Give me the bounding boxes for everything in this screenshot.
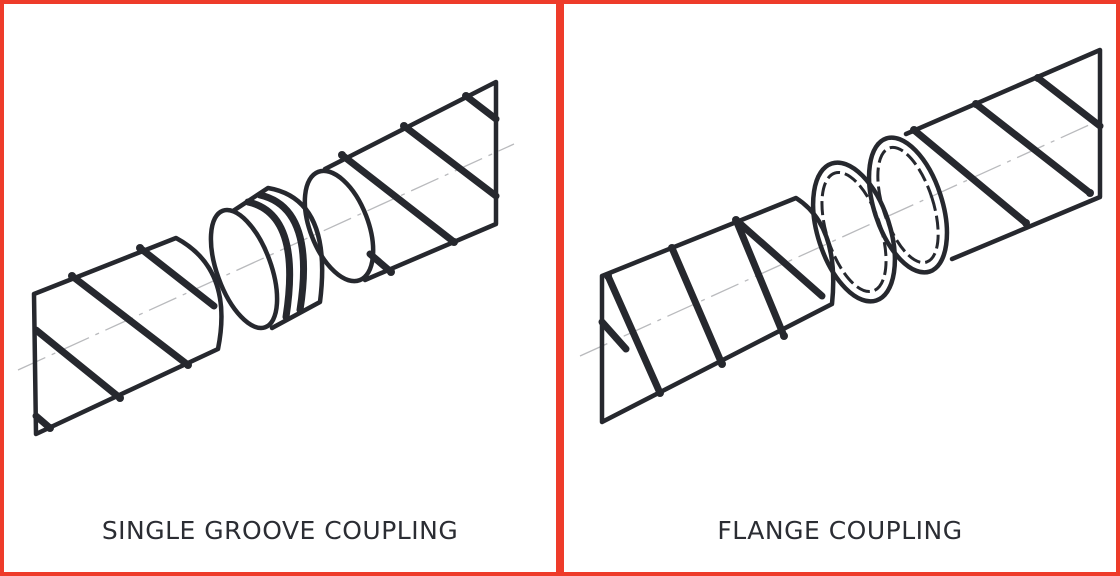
- caption-single-groove-coupling: SINGLE GROOVE COUPLING: [101, 516, 459, 545]
- seam-joint: [46, 424, 54, 432]
- duct-outline: [31, 235, 224, 437]
- seam-joint: [136, 244, 144, 252]
- duct-open-end: [302, 168, 376, 284]
- seam-joint: [1034, 74, 1042, 82]
- groove-coupling-ring: [208, 185, 325, 331]
- seam-joint: [910, 126, 918, 134]
- duct-outline: [322, 79, 499, 283]
- helical-seam: [598, 318, 630, 353]
- centerline: [579, 119, 1101, 357]
- right-spiral-duct: [302, 79, 500, 284]
- flange-outer-edge: [866, 135, 950, 275]
- seam-joint: [184, 361, 192, 369]
- seam-joint: [732, 216, 740, 224]
- caption-flange-coupling: FLANGE COUPLING: [717, 516, 963, 545]
- seam-joint: [400, 122, 408, 130]
- ring-outer-edge: [230, 185, 325, 331]
- helical-seam: [400, 122, 500, 200]
- seam-joint: [718, 360, 726, 368]
- right-spiral-duct: [903, 47, 1104, 262]
- helical-seam: [910, 126, 1030, 227]
- helical-seam: [338, 151, 458, 246]
- seam-joint: [450, 238, 458, 246]
- ring-groove: [244, 198, 294, 321]
- helical-seam: [1034, 74, 1104, 130]
- flange-coupling-diagram: [579, 47, 1104, 425]
- helical-seam: [668, 244, 726, 368]
- seam-joint: [68, 272, 76, 280]
- flange-ring-right: [866, 135, 950, 275]
- seam-joint: [116, 394, 124, 402]
- seam-joint: [387, 268, 395, 276]
- seam-joint: [338, 151, 346, 159]
- left-spiral-duct: [598, 195, 836, 425]
- centerline: [17, 143, 515, 371]
- seam-joint: [1022, 219, 1030, 227]
- helical-seam: [972, 100, 1094, 197]
- seam-joint: [656, 389, 664, 397]
- duct-outline: [903, 47, 1103, 262]
- duct-outline: [599, 195, 836, 425]
- seam-joint: [972, 100, 980, 108]
- helical-seam: [462, 92, 500, 123]
- seam-joint: [668, 244, 676, 252]
- seam-joint: [780, 332, 788, 340]
- helical-seam: [32, 326, 124, 402]
- flange-outer-edge: [810, 160, 898, 304]
- ring-front-edge: [208, 207, 280, 331]
- seam-joint: [604, 272, 612, 280]
- ring-groove: [256, 191, 308, 314]
- flange-bolt-holes: [876, 145, 940, 265]
- helical-seam: [136, 244, 218, 310]
- helical-seam: [366, 250, 395, 276]
- seam-joint: [1086, 189, 1094, 197]
- left-spiral-duct: [31, 235, 224, 437]
- helical-seam: [604, 272, 664, 397]
- helical-seam: [68, 272, 192, 369]
- seam-joint: [462, 92, 470, 100]
- helical-seam: [732, 216, 826, 300]
- helical-seam: [732, 216, 788, 340]
- single-groove-coupling-diagram: [17, 79, 515, 437]
- panel-single-groove-coupling: SINGLE GROOVE COUPLING: [0, 0, 560, 576]
- panel-flange-coupling: FLANGE COUPLING: [560, 0, 1120, 576]
